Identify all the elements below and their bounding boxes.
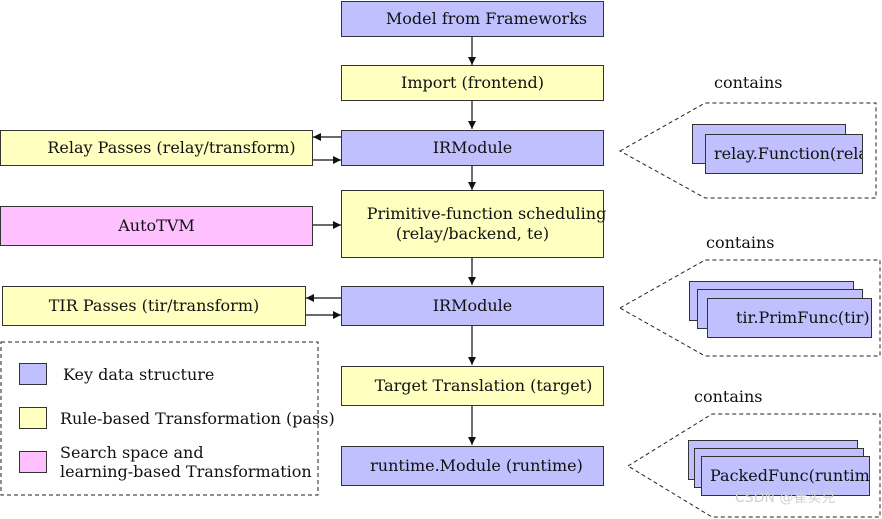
- target-translation-label: Target Translation (target): [374, 376, 593, 395]
- autotvm-box: AutoTVM: [0, 206, 313, 246]
- import-frontend-label: Import (frontend): [401, 73, 544, 92]
- tir-passes-label: TIR Passes (tir/transform): [48, 296, 260, 315]
- callout-runtime-contains-label: contains: [694, 387, 763, 406]
- legend-search-line1: Search space and: [60, 443, 204, 462]
- legend-swatch-rule-based: [19, 407, 47, 429]
- runtime-module-label: runtime.Module (runtime): [370, 456, 583, 475]
- callout-relay-outline: [618, 102, 877, 199]
- tir-primfunc-card: tir.PrimFunc(tir): [707, 298, 872, 338]
- irmodule-bottom-box: IRModule: [341, 286, 604, 326]
- model-from-frameworks-box: Model from Frameworks: [341, 1, 604, 37]
- callout-tir-contains-label: contains: [706, 233, 775, 252]
- model-from-frameworks-label: Model from Frameworks: [385, 9, 588, 28]
- legend-outline: [0, 341, 319, 496]
- import-frontend-box: Import (frontend): [341, 65, 604, 101]
- relay-function-label: relay.Function(relay): [714, 144, 862, 163]
- tir-primfunc-label: tir.PrimFunc(tir): [736, 308, 870, 327]
- relay-passes-box: Relay Passes (relay/transform): [0, 130, 313, 166]
- legend-key-data-structure-label: Key data structure: [63, 365, 215, 384]
- packedfunc-card: PackedFunc(runtime): [701, 456, 870, 496]
- watermark-text: CSDN @崔实兑: [735, 490, 836, 506]
- autotvm-label: AutoTVM: [118, 216, 195, 235]
- callout-runtime-outline: [627, 413, 881, 518]
- irmodule-bottom-label: IRModule: [432, 296, 513, 315]
- primitive-scheduling-box: Primitive-function scheduling (relay/bac…: [341, 190, 607, 258]
- relay-passes-label: Relay Passes (relay/transform): [47, 138, 296, 157]
- callout-relay-contains-label: contains: [714, 73, 783, 92]
- legend-swatch-key-data-structure: [19, 363, 47, 385]
- irmodule-top-label: IRModule: [432, 138, 513, 157]
- legend-swatch-search-learning: [19, 451, 47, 473]
- packedfunc-label: PackedFunc(runtime): [710, 466, 870, 485]
- runtime-module-box: runtime.Module (runtime): [341, 446, 604, 486]
- legend-rule-based-label: Rule-based Transformation (pass): [60, 409, 335, 428]
- irmodule-top-box: IRModule: [341, 130, 604, 166]
- tir-passes-box: TIR Passes (tir/transform): [2, 286, 306, 326]
- relay-function-card: relay.Function(relay): [705, 134, 863, 174]
- legend-search-line2: learning-based Transformation: [60, 462, 312, 481]
- primitive-scheduling-line1: Primitive-function scheduling: [366, 204, 607, 223]
- target-translation-box: Target Translation (target): [341, 366, 604, 406]
- primitive-scheduling-line2: (relay/backend, te): [395, 224, 550, 243]
